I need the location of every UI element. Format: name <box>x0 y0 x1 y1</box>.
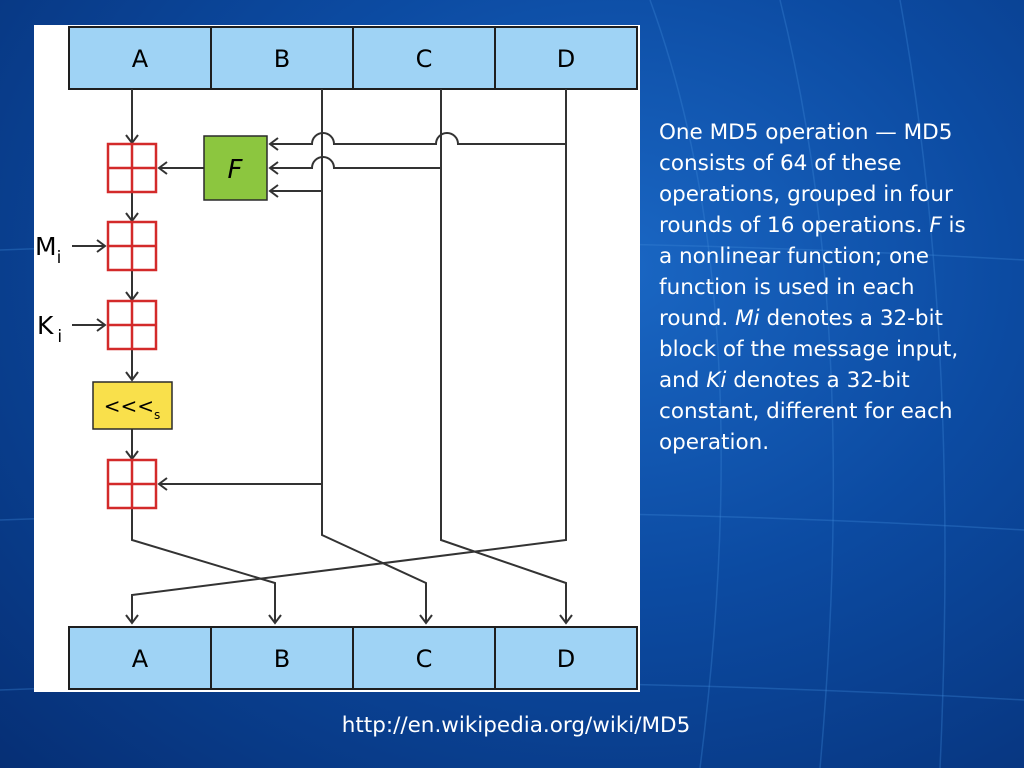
rotate-block: <<<s <box>92 381 173 430</box>
arrowhead <box>559 614 573 625</box>
adder-4 <box>106 458 158 510</box>
top-registers: A B C D <box>68 26 638 90</box>
adder-2 <box>106 220 158 272</box>
arrowhead <box>157 477 168 491</box>
arrowhead <box>96 318 107 332</box>
wire-c-down <box>440 89 567 623</box>
function-f-box <box>203 135 268 201</box>
register-a-bottom-box <box>68 626 212 690</box>
adder-3 <box>106 299 158 351</box>
adder-1 <box>106 142 158 194</box>
rotate-box <box>92 381 173 430</box>
arrowhead <box>125 371 139 382</box>
wire-c-to-f <box>271 156 441 169</box>
arrowhead <box>125 614 139 625</box>
register-a-top-box <box>68 26 212 90</box>
register-d-top-label: D <box>557 45 575 73</box>
md5-operation-diagram-svg: A B C D A B C D <box>35 26 638 690</box>
register-d-bottom-box <box>494 626 638 690</box>
register-d-top-box <box>494 26 638 90</box>
register-c-bottom-label: C <box>416 645 433 673</box>
arrowhead <box>268 184 279 198</box>
register-b-top-label: B <box>274 45 290 73</box>
arrowhead <box>96 239 107 253</box>
arrowhead <box>268 614 282 625</box>
register-c-top-label: C <box>416 45 433 73</box>
arrowhead <box>157 161 168 175</box>
register-b-bottom-label: B <box>274 645 290 673</box>
wire-adder4-out <box>131 508 276 623</box>
arrowhead <box>268 161 279 175</box>
register-c-bottom-box <box>352 626 496 690</box>
register-a-bottom-label: A <box>132 645 149 673</box>
function-f-label: F <box>228 155 244 185</box>
register-b-bottom-box <box>210 626 354 690</box>
rotate-label: <<<s <box>104 394 161 422</box>
bottom-registers: A B C D <box>68 626 638 690</box>
register-d-bottom-label: D <box>557 645 575 673</box>
register-a-top-label: A <box>132 45 149 73</box>
function-block: F <box>203 135 268 201</box>
md5-diagram: A B C D A B C D <box>34 25 640 692</box>
description-text: One MD5 operation — MD5 consists of 64 o… <box>659 120 966 455</box>
arrowhead <box>268 137 279 151</box>
wire-b-down <box>321 89 427 623</box>
wire-d-to-f <box>271 132 566 145</box>
message-input-label: Mi <box>35 232 61 268</box>
wire-d-down <box>131 89 567 623</box>
adders <box>106 142 158 510</box>
source-url-link[interactable]: http://en.wikipedia.org/wiki/MD5 <box>341 713 691 738</box>
arrowhead <box>419 614 433 625</box>
